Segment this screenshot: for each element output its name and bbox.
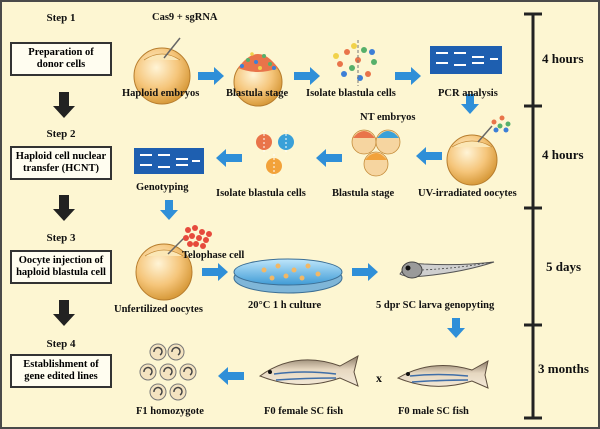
cross-label: x <box>376 371 382 385</box>
pcr-label: PCR analysis <box>438 88 498 99</box>
blastula-stage-label-2: Blastula stage <box>332 188 395 199</box>
arrow-r1-2 <box>294 67 320 85</box>
step-2-title: Step 2 <box>46 128 76 140</box>
genotyping-gel-icon <box>134 148 204 174</box>
f0-female-label: F0 female SC fish <box>264 406 344 417</box>
down-arrow-1 <box>53 92 75 118</box>
uv-oocytes-label: UV-irradiated oocytes <box>418 188 517 199</box>
arrow-r2-3 <box>216 149 242 167</box>
arrow-down-genotyping <box>160 200 178 220</box>
step-3-box: Oocyte injection of haploid blastula cel… <box>10 250 112 284</box>
arrow-r4-1 <box>218 367 244 385</box>
uv-oocyte-icon <box>446 115 511 186</box>
genotyping-label: Genotyping <box>136 182 189 193</box>
down-arrow-2 <box>53 195 75 221</box>
isolated-cells-2-icon <box>256 130 294 178</box>
blastula-embryo-icon <box>233 52 283 107</box>
cas9-label: Cas9 + sgRNA <box>152 12 218 23</box>
step-4-title: Step 4 <box>46 338 76 350</box>
arrow-r2-2 <box>316 149 342 167</box>
culture-dish-icon <box>233 258 343 294</box>
unfertilized-oocyte-icon <box>135 237 193 301</box>
step-1-title: Step 1 <box>46 12 76 24</box>
telophase-cell-icon <box>183 225 212 249</box>
duration-2: 4 hours <box>542 147 584 162</box>
step-3-title: Step 3 <box>46 232 76 244</box>
f1-larvae-icon <box>139 343 197 401</box>
arrow-r1-3 <box>395 67 421 85</box>
down-arrow-3 <box>53 300 75 326</box>
larva-icon <box>399 261 495 279</box>
culture-label: 20°C 1 h culture <box>248 300 322 311</box>
arrow-r3-1 <box>202 263 228 281</box>
nt-embryos-label: NT embryos <box>360 112 416 123</box>
larva-label: 5 dpr SC larva genopyting <box>376 300 495 311</box>
duration-3: 5 days <box>546 259 582 274</box>
arrow-down-pcr <box>461 94 479 114</box>
isolated-cells-icon <box>333 40 377 86</box>
telophase-label: Telophase cell <box>182 250 245 261</box>
haploid-embryo-icon <box>133 37 191 105</box>
isolate-blastula-label-2: Isolate blastula cells <box>216 188 306 199</box>
nt-embryos-icon <box>351 129 401 177</box>
arrow-r2-1 <box>416 147 442 165</box>
step-1-box: Preparation of donor cells <box>10 42 112 76</box>
step-down-arrows <box>53 92 75 326</box>
f0-male-label: F0 male SC fish <box>398 406 469 417</box>
isolate-blastula-label-1: Isolate blastula cells <box>306 88 396 99</box>
unfertilized-label: Unfertilized oocytes <box>114 304 203 315</box>
timeline <box>524 12 542 420</box>
f1-label: F1 homozygote <box>136 406 204 417</box>
arrow-down-larva <box>447 318 465 338</box>
f0-male-fish-icon <box>396 360 489 389</box>
duration-1: 4 hours <box>542 51 584 66</box>
arrow-r3-2 <box>352 263 378 281</box>
pcr-gel-icon <box>430 46 502 74</box>
step-4-box: Establishment of gene edited lines <box>10 354 112 388</box>
blastula-stage-label-1: Blastula stage <box>226 88 289 99</box>
arrow-r1-1 <box>198 67 224 85</box>
step-2-box: Haploid cell nuclear transfer (HCNT) <box>10 146 112 180</box>
duration-4: 3 months <box>538 361 589 376</box>
haploid-embryos-label: Haploid embryos <box>122 88 200 99</box>
f0-female-fish-icon <box>258 355 359 387</box>
